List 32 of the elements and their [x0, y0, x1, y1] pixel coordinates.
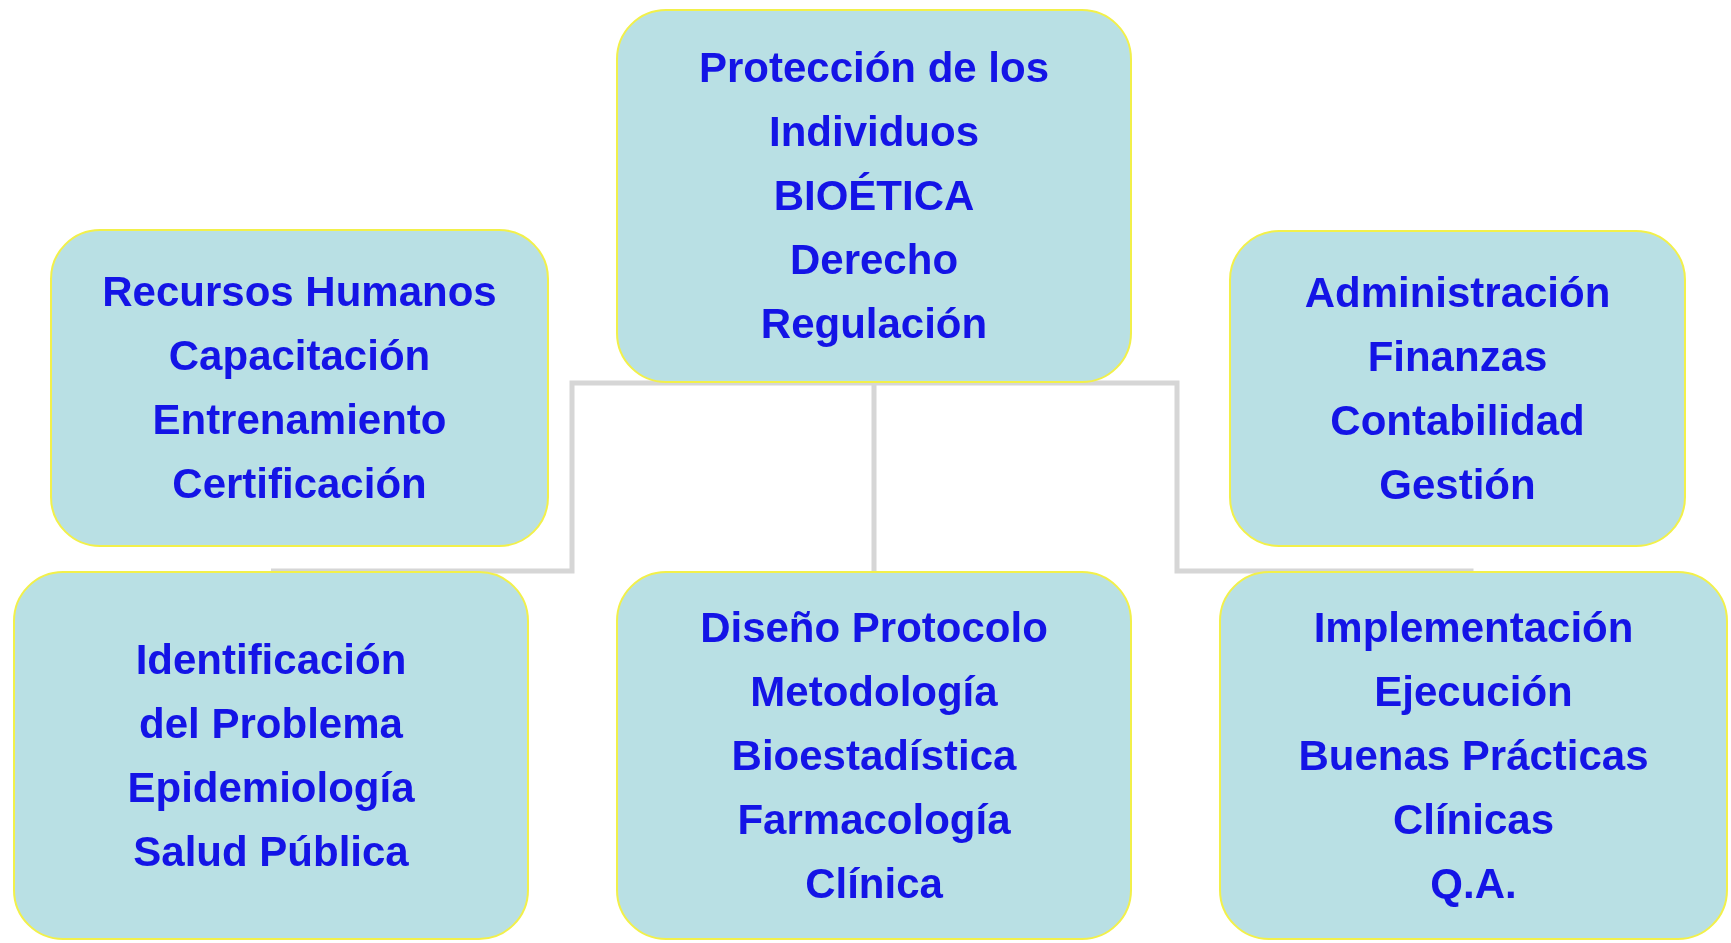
connector-line	[871, 383, 877, 571]
box-text: Implementación	[1313, 602, 1634, 653]
box-text: Bioestadística	[731, 730, 1017, 781]
box-text: Farmacología Clínica	[736, 794, 1012, 909]
rounded-box	[13, 571, 529, 940]
box-text: Diseño Protocolo	[700, 602, 1048, 653]
box-text: Epidemiología	[127, 762, 415, 813]
box-text: Protección de los Individuos	[697, 43, 1051, 157]
box-text: Certificación	[172, 459, 427, 509]
connector-line	[874, 380, 1474, 574]
box-text: BIOÉTICA	[773, 171, 975, 221]
box-text: Finanzas	[1367, 331, 1548, 382]
box-text: Buenas Prácticas Clínicas	[1297, 730, 1650, 845]
box-text: Capacitación	[168, 331, 431, 381]
box-text: Gestión	[1379, 459, 1536, 510]
box-text: Salud Pública	[133, 826, 409, 877]
rounded-box	[50, 229, 549, 547]
box-text: Recursos Humanos	[102, 267, 497, 317]
rounded-box	[616, 9, 1132, 383]
box-text: Administración	[1304, 267, 1611, 318]
box-text: Contabilidad	[1330, 395, 1585, 446]
rounded-box	[616, 571, 1132, 940]
box-text: Derecho	[789, 235, 959, 285]
box-text: Regulación	[760, 299, 988, 349]
box-text: Entrenamiento	[152, 395, 447, 445]
rounded-box	[1219, 571, 1728, 940]
box-text: Q.A.	[1430, 858, 1517, 909]
rounded-box	[1229, 230, 1686, 547]
box-text: Identificación del Problema	[134, 634, 408, 749]
box-text: Metodología	[750, 666, 998, 717]
box-text: Ejecución	[1374, 666, 1573, 717]
connector-line	[271, 380, 874, 574]
